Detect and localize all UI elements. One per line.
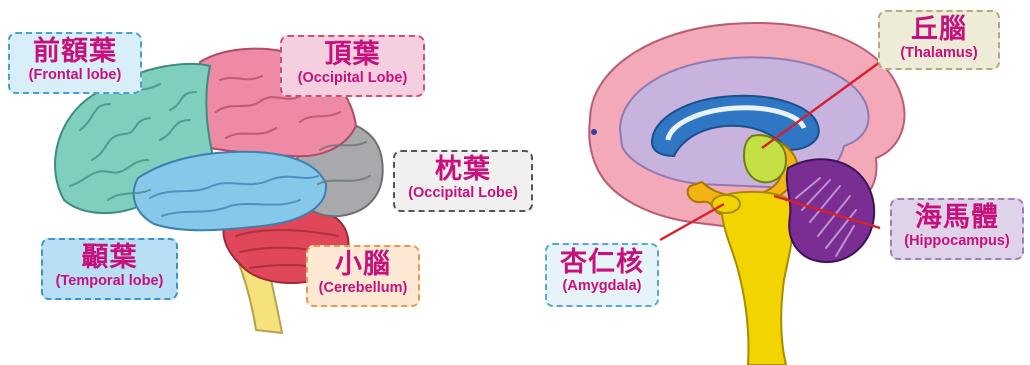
label-amygdala-zh: 杏仁核: [553, 248, 651, 278]
label-parietal-lobe: 頂葉 (Occipital Lobe): [280, 35, 425, 97]
label-occipital-en: (Occipital Lobe): [401, 185, 525, 201]
label-frontal-zh: 前額葉: [16, 37, 134, 67]
label-frontal-en: (Frontal lobe): [16, 67, 134, 83]
label-amygdala: 杏仁核 (Amygdala): [545, 243, 659, 307]
label-occipital-lobe: 枕葉 (Occipital Lobe): [393, 150, 533, 212]
label-cerebellum-zh: 小腦: [314, 250, 412, 280]
brainstem-shape: [721, 192, 793, 365]
label-hippocampus: 海馬體 (Hippocampus): [890, 198, 1024, 260]
label-thalamus-en: (Thalamus): [886, 45, 992, 61]
label-occipital-zh: 枕葉: [401, 155, 525, 185]
thalamus-shape: [744, 135, 786, 182]
label-frontal-lobe: 前額葉 (Frontal lobe): [8, 32, 142, 94]
label-amygdala-en: (Amygdala): [553, 278, 651, 294]
label-cerebellum-en: (Cerebellum): [314, 280, 412, 296]
cerebellum-shape: [787, 159, 874, 262]
label-hippocampus-zh: 海馬體: [898, 203, 1016, 233]
amygdala-shape: [712, 195, 740, 213]
label-thalamus: 丘腦 (Thalamus): [878, 10, 1000, 70]
label-hippocampus-en: (Hippocampus): [898, 233, 1016, 249]
label-parietal-en: (Occipital Lobe): [288, 70, 417, 86]
marker-dot: [591, 129, 597, 135]
label-parietal-zh: 頂葉: [288, 40, 417, 70]
label-temporal-zh: 顳葉: [49, 243, 170, 273]
label-temporal-en: (Temporal lobe): [49, 273, 170, 289]
label-cerebellum: 小腦 (Cerebellum): [306, 245, 420, 307]
label-thalamus-zh: 丘腦: [886, 15, 992, 45]
label-temporal-lobe: 顳葉 (Temporal lobe): [41, 238, 178, 300]
